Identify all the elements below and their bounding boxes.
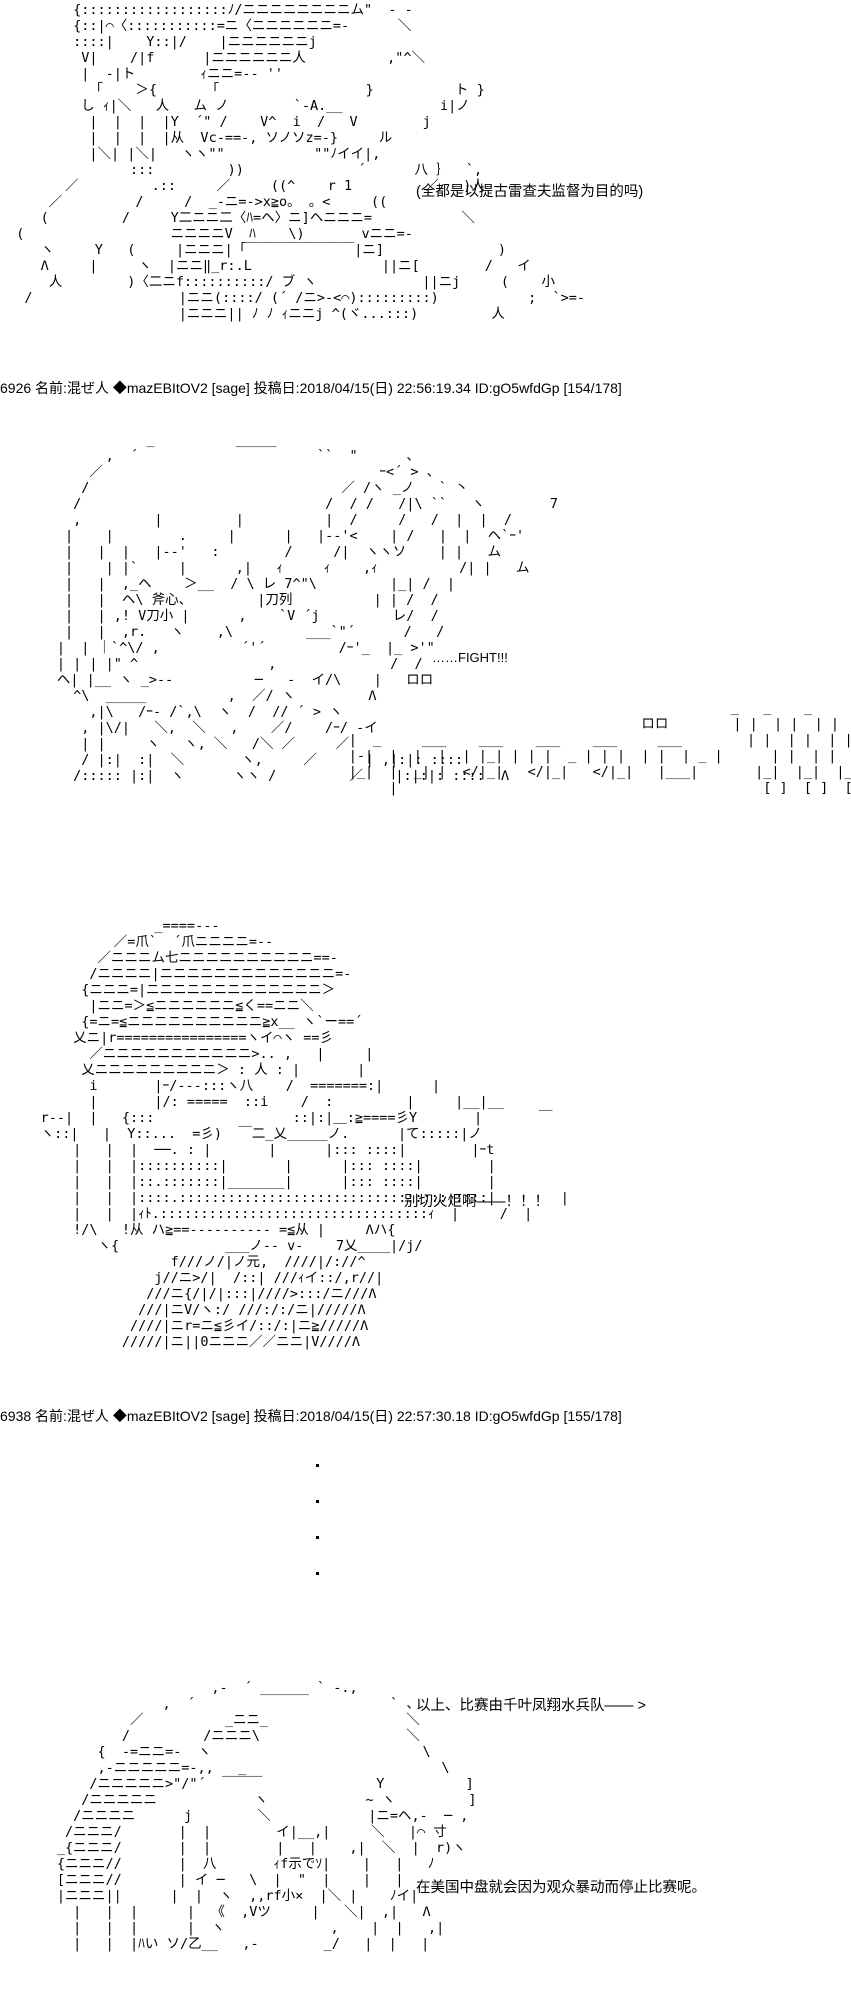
post-date-label: 投稿日: [253, 1408, 300, 1424]
post-number: 6926 [0, 380, 32, 396]
ellipsis-dot [316, 1500, 319, 1503]
post-date-label: 投稿日: [253, 380, 300, 396]
dialogue-line: (全都是以提古雷查夫监督为目的吗) [416, 184, 644, 200]
poster-trip: ◆mazEBItOV2 [112, 1408, 208, 1424]
post-name-label: 名前: [35, 1408, 67, 1424]
poster-name: 混ぜ人 [66, 1408, 109, 1424]
post-count: [154/178] [563, 380, 622, 396]
post-date: 2018/04/15(日) [299, 380, 393, 396]
post-id: ID:gO5wfdGp [474, 1408, 560, 1424]
ellipsis-dot [316, 1572, 319, 1575]
post-time: 22:56:19.34 [396, 380, 471, 396]
poster-trip: ◆mazEBItOV2 [112, 380, 208, 396]
dialogue-line: 别切火炬啊——！！！ [404, 1194, 549, 1210]
poster-name: 混ぜ人 [66, 380, 109, 396]
sage-tag: [sage] [211, 1408, 250, 1424]
sage-tag: [sage] [211, 380, 250, 396]
ascii-art-panel-4: ,- ´ ______ ` -., , ´ ` 、 ／ _ニニ_ ＼ / /ニニ… [56, 1680, 477, 1952]
post-time: 22:57:30.18 [396, 1408, 471, 1424]
ascii-art-panel-1: {::::::::::::::::::ﾉ/ニニニニニニニニム" - - {::|… [16, 2, 586, 322]
post-header: 6938 名前:混ぜ人 ◆mazEBItOV2 [sage] 投稿日:2018/… [0, 1406, 622, 1426]
ascii-art-panel-2: _ _____ , ´ `` " 、 ／ ｰ<´ > 、 / ／ /ヽ _ノ `… [56, 432, 559, 784]
sound-effect-art: _ _ _ ロロ | | | | | | | _ ___ ___ ___ ___… [348, 700, 851, 796]
ascii-art-panel-3: _====--- ／=爪` ´爪ニニニニ=-- ／ニニニム七ニニニニニニニニニニ… [40, 918, 569, 1350]
post-date: 2018/04/15(日) [299, 1408, 393, 1424]
post-number: 6938 [0, 1408, 32, 1424]
ellipsis-dot [316, 1536, 319, 1539]
post-id: ID:gO5wfdGp [474, 380, 560, 396]
post-count: [155/178] [563, 1408, 622, 1424]
dialogue-line: ……FIGHT!!! [432, 650, 508, 665]
dialogue-line: 以上、比赛由千叶凤翔水兵队—— > [416, 1698, 646, 1714]
ellipsis-dot [316, 1464, 319, 1467]
post-header: 6926 名前:混ぜ人 ◆mazEBItOV2 [sage] 投稿日:2018/… [0, 378, 622, 398]
dialogue-line: 在美国中盘就会因为观众暴动而停止比赛呢。 [416, 1880, 706, 1896]
post-name-label: 名前: [35, 380, 67, 396]
